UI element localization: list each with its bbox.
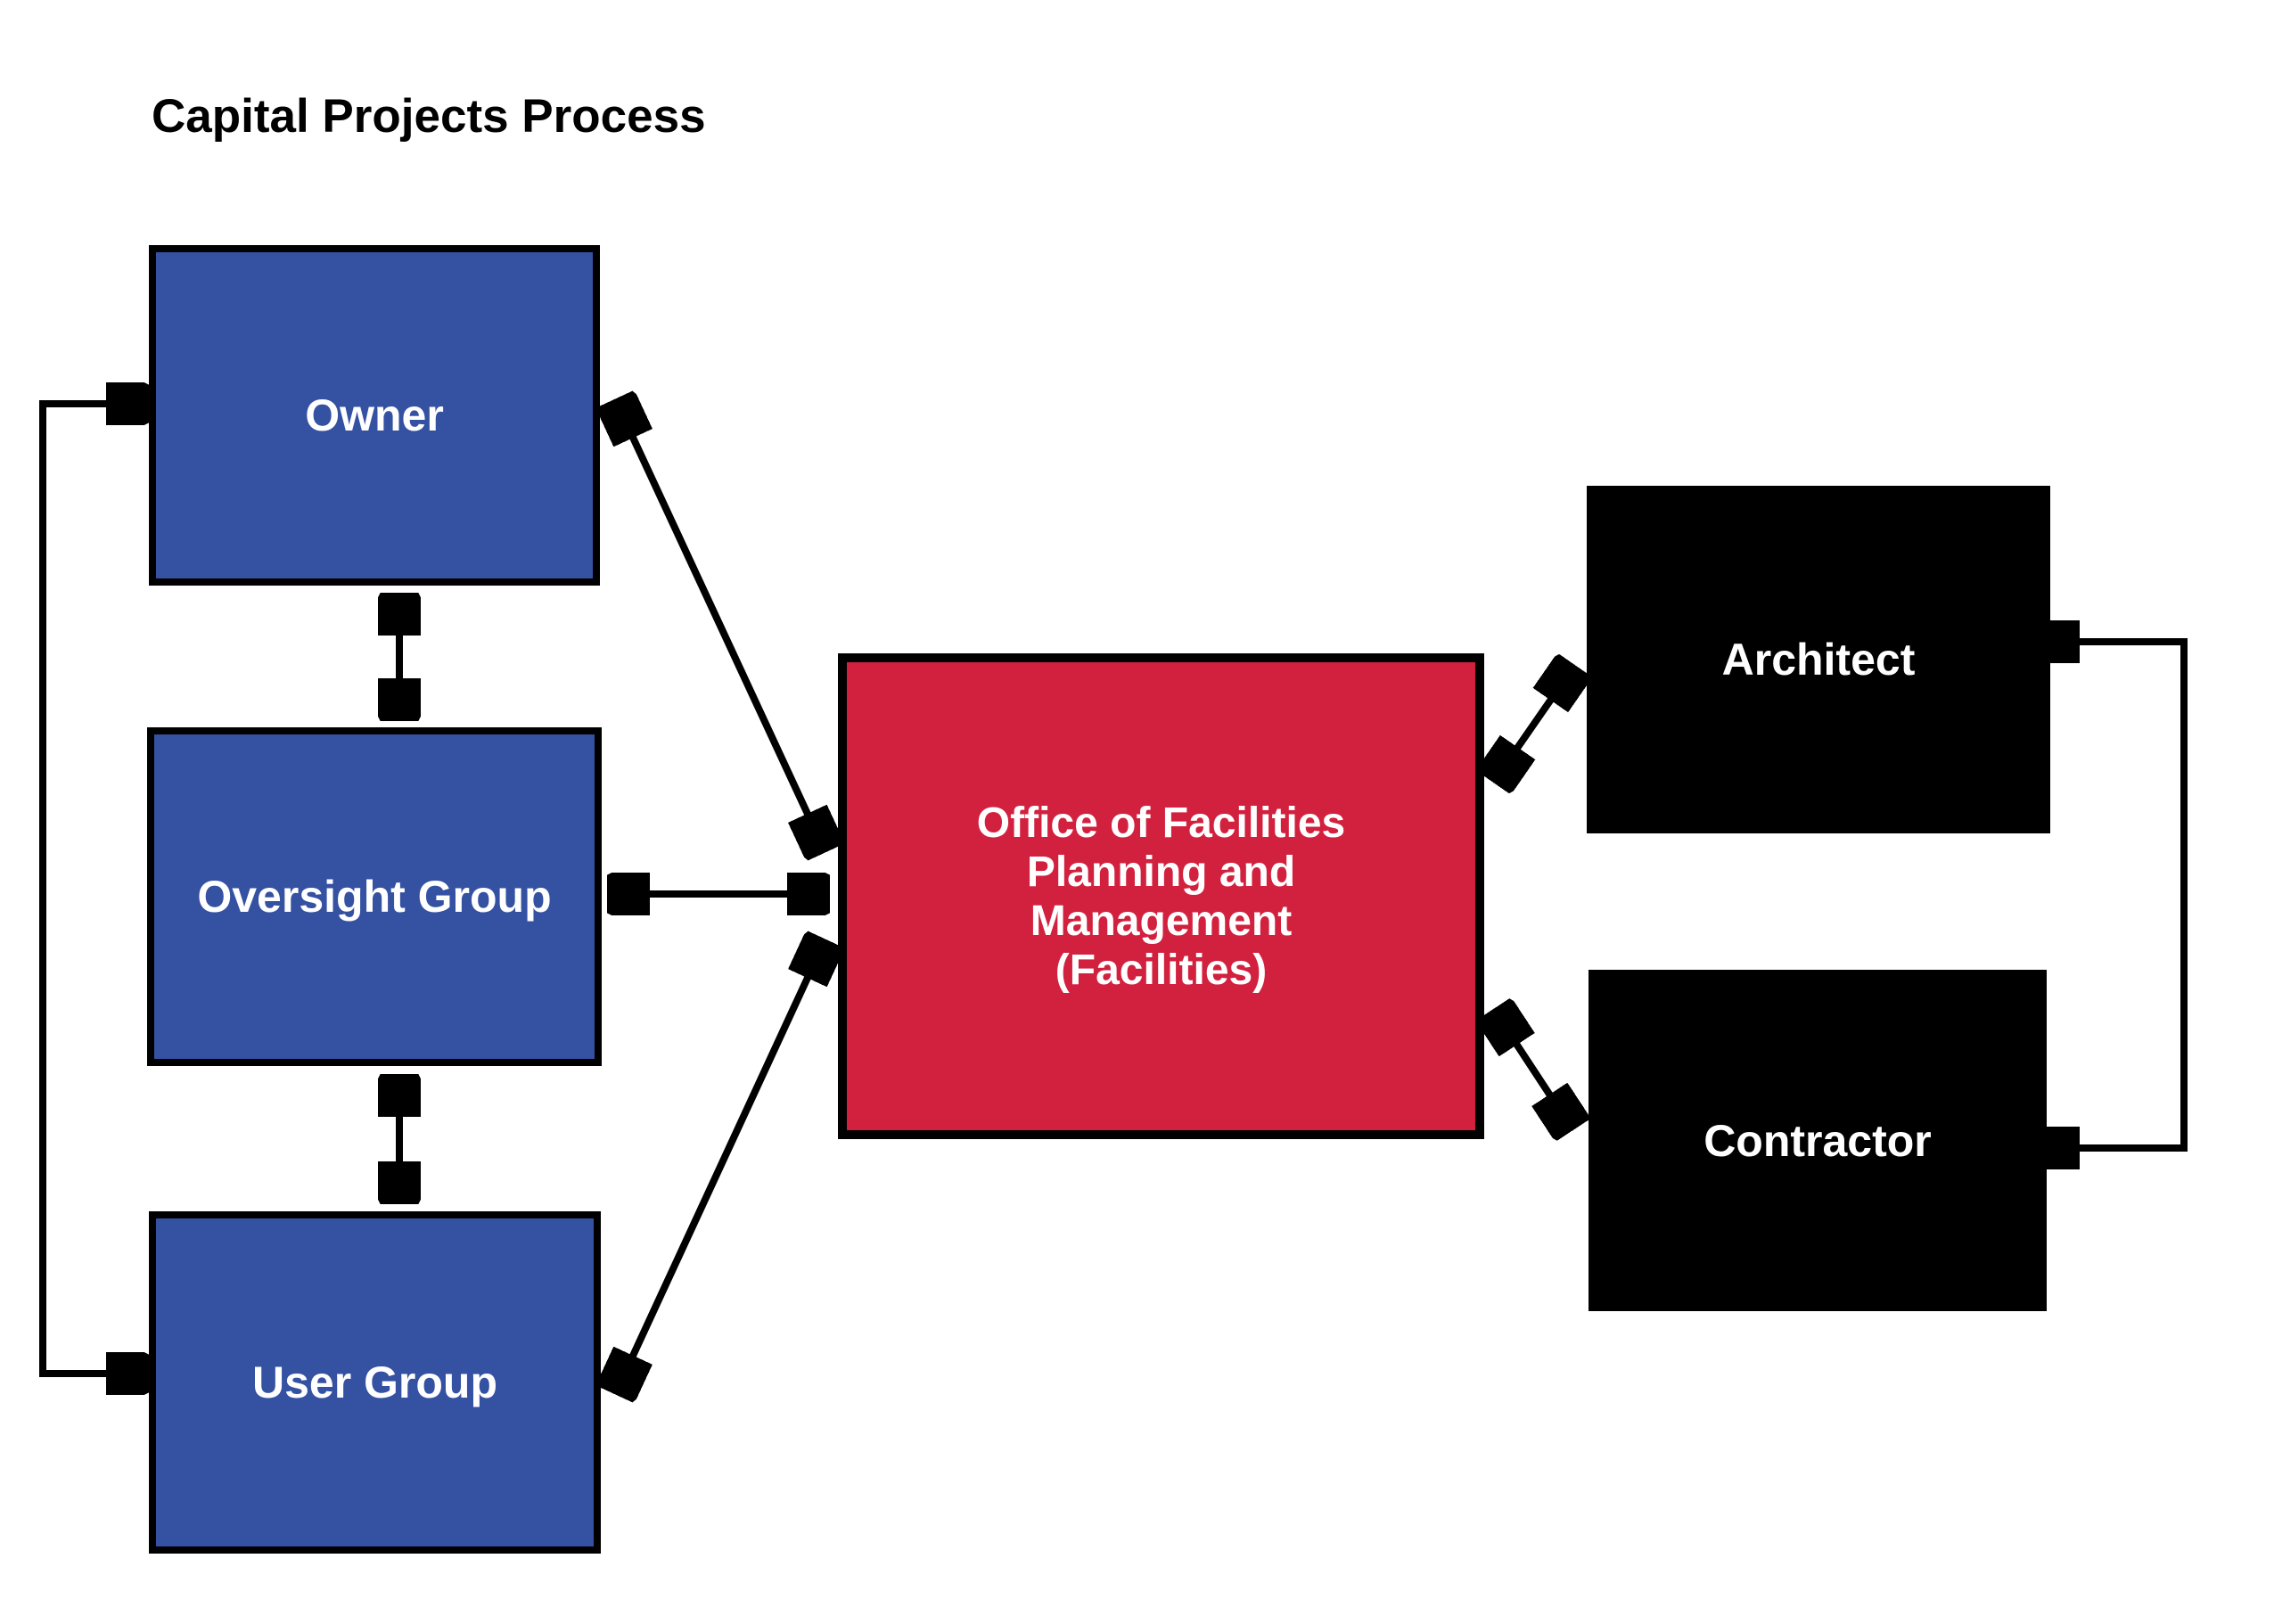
node-oversight-group: Oversight Group [147,727,602,1066]
node-facilities: Office of Facilities Planning and Manage… [838,653,1484,1139]
node-architect: Architect [1587,486,2050,833]
node-owner: Owner [149,245,600,586]
node-architect-label: Architect [1721,635,1916,685]
connector-left-bracket-owner-usergroup [39,404,144,1374]
node-user-group-label: User Group [251,1357,498,1407]
connector-facilities-architect [1496,668,1572,779]
connector-facilities-contractor [1496,1013,1571,1127]
connector-owner-facilities [617,403,824,849]
node-oversight-group-label: Oversight Group [197,872,552,922]
node-contractor: Contractor [1589,970,2047,1311]
node-user-group: User Group [149,1211,601,1554]
connector-usergroup-facilities [617,943,824,1390]
node-owner-label: Owner [305,390,444,440]
node-facilities-label: Office of Facilities Planning and Manage… [976,799,1346,994]
node-contractor-label: Contractor [1703,1115,1932,1166]
diagram-title: Capital Projects Process [152,90,706,143]
connector-right-bracket-architect-contractor [2041,642,2188,1148]
